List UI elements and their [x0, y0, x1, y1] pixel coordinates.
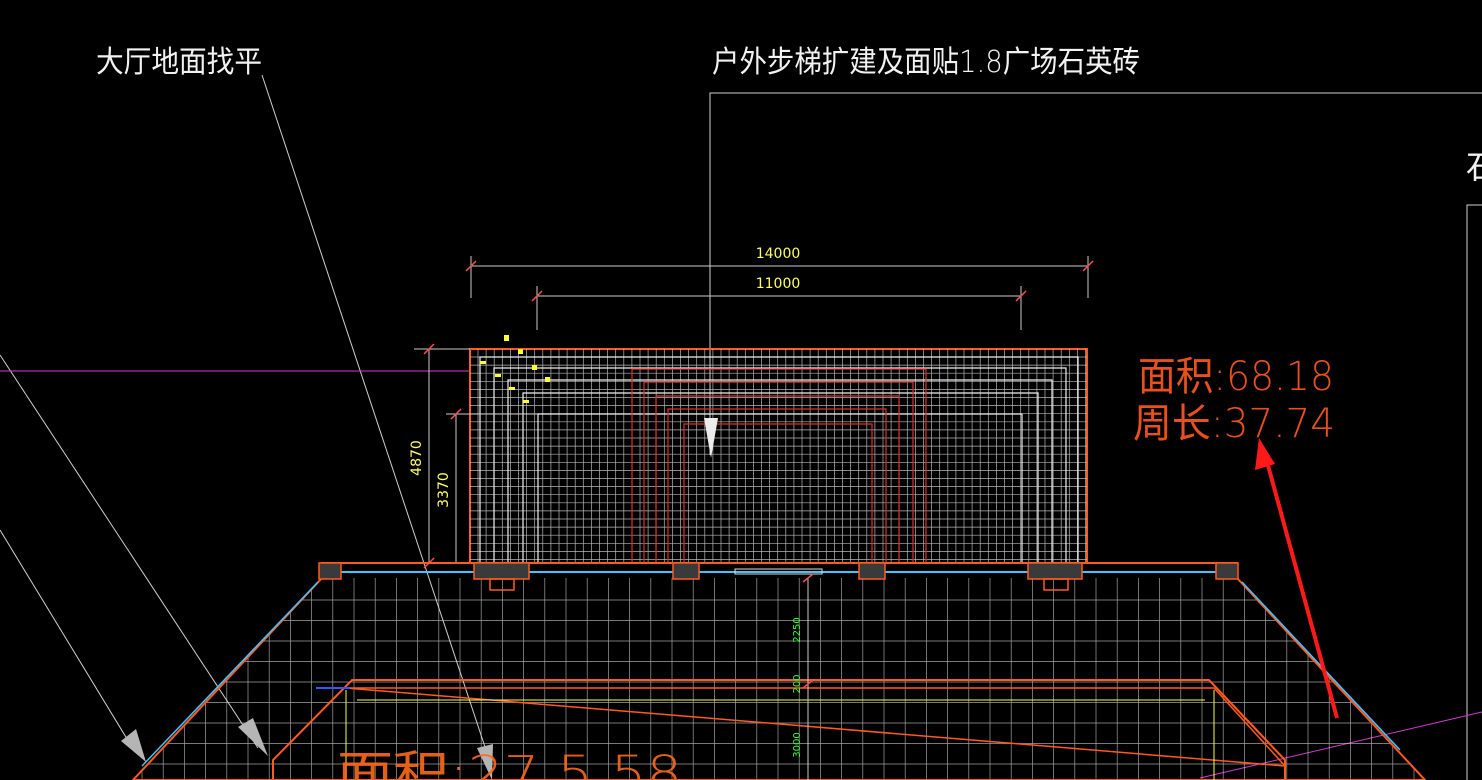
column-2: [473, 562, 530, 580]
arrowhead-left-2: [238, 718, 268, 756]
column-foot-1: [489, 578, 515, 591]
title-reference-frame: [709, 92, 1482, 455]
dim-total-width: 14000: [756, 246, 801, 262]
outdoor-steps-label: 户外步梯扩建及面贴1.8广场石英砖: [712, 45, 1140, 80]
stair-grid: [470, 349, 1087, 563]
perimeter-measurement: 周长:37.74: [1133, 401, 1335, 447]
stair-block: [469, 335, 1088, 564]
column-foot-2: [1043, 578, 1069, 591]
magenta-line-right: [1199, 711, 1482, 779]
leader-lines: [0, 74, 1482, 780]
column-5: [1027, 562, 1083, 580]
step-outline-4: [522, 392, 1039, 563]
leader-arrowheads: [121, 718, 493, 780]
lower-area-label: 面积:27 5 58: [337, 746, 682, 780]
edge-char-label: 石: [1466, 148, 1482, 186]
magenta-axis-lines: [0, 370, 1482, 779]
door-opening: [734, 568, 823, 575]
step-red-2: [643, 381, 914, 563]
dim-inner-depth: 3370: [436, 472, 452, 508]
inner-yellow-lines: [345, 690, 1215, 780]
centre-arrow-icon: [704, 418, 718, 458]
hall-leader-line: [261, 74, 487, 751]
left-diagonal-2: [0, 529, 136, 753]
dim-green-3000: 3000: [792, 732, 803, 757]
arrowhead-left-1: [121, 729, 146, 762]
column-6: [1215, 562, 1239, 580]
red-pointer-arrow: [1255, 438, 1339, 719]
step-red-1: [631, 368, 927, 563]
column-4: [858, 562, 886, 580]
hall-outer-outline: [131, 562, 1427, 780]
step-outline-1: [479, 356, 1079, 563]
dimension-labels: 14000 11000 4870 3370: [409, 246, 800, 508]
right-reference-frame: [1466, 204, 1482, 780]
step-red-5: [683, 423, 873, 563]
step-outline-3: [507, 379, 1053, 563]
cyan-wall-line-left: [141, 581, 319, 767]
area-measurement: 面积:68.18: [1138, 354, 1334, 400]
horizontal-dimensions: [465, 256, 1094, 330]
step-outlines: [479, 356, 1079, 563]
hall-structure: [131, 562, 1427, 780]
dim-total-depth: 4870: [409, 440, 425, 476]
dim-inner-width: 11000: [756, 276, 801, 292]
step-outline-2: [493, 367, 1067, 563]
green-dimensions: 2250 200 3000: [792, 573, 814, 780]
dim-green-2250: 2250: [792, 617, 803, 642]
step-red-3: [655, 395, 900, 563]
arrowhead-hall: [477, 744, 493, 780]
columns: [318, 562, 1239, 591]
column-1: [318, 562, 342, 580]
dim-green-200: 200: [792, 674, 803, 693]
hall-floor-label: 大厅地面找平: [96, 45, 262, 80]
step-red-4: [667, 408, 887, 563]
column-3: [672, 562, 700, 580]
vertical-dimensions: [414, 343, 538, 569]
text-labels: 大厅地面找平 户外步梯扩建及面贴1.8广场石英砖 石 面积:68.18 周长:3…: [96, 45, 1482, 780]
hall-inner-outline-2: [345, 687, 1287, 767]
yellow-markers: [480, 335, 550, 403]
left-diagonal-1: [0, 354, 259, 749]
hall-inner-outline: [272, 679, 1286, 780]
step-outline-5: [537, 413, 1023, 563]
red-arrowhead-icon: [1255, 438, 1275, 470]
